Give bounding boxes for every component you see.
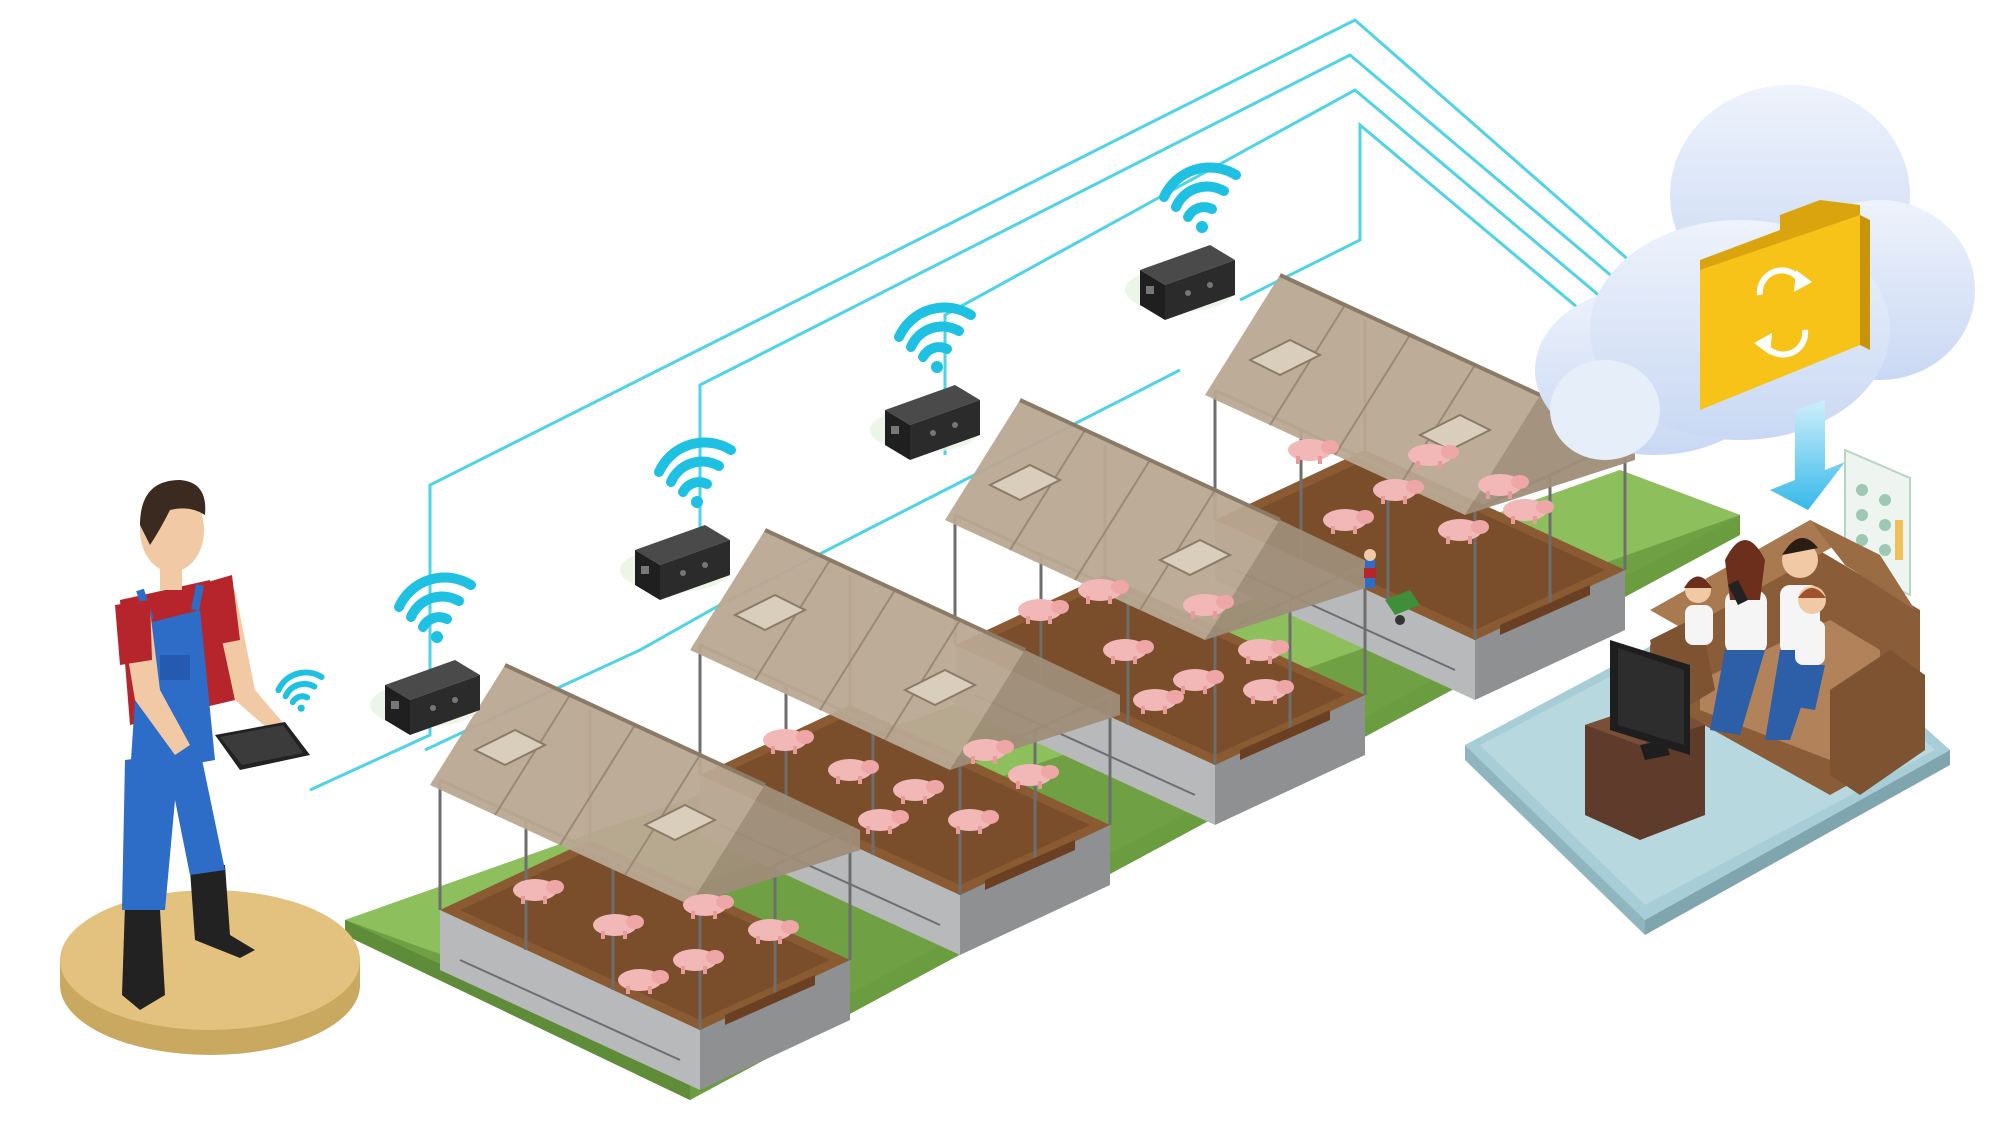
family (1684, 538, 1826, 740)
folder-sync-icon (1700, 200, 1870, 410)
camera-icon (1125, 245, 1235, 320)
farmer (115, 480, 310, 1010)
wifi-icon (1164, 167, 1236, 233)
wifi-icon (899, 307, 971, 373)
camera-icon (870, 385, 980, 460)
camera-icon (370, 660, 480, 735)
wifi-icon (278, 672, 321, 711)
worker-wheelbarrow (1364, 549, 1420, 625)
tv (1585, 640, 1705, 840)
download-arrow-icon (1770, 400, 1845, 510)
wifi-icon (659, 442, 731, 508)
tablet-icon (215, 722, 310, 770)
camera-icon (620, 525, 730, 600)
living-room (1465, 520, 1950, 935)
wifi-icon (399, 577, 471, 643)
